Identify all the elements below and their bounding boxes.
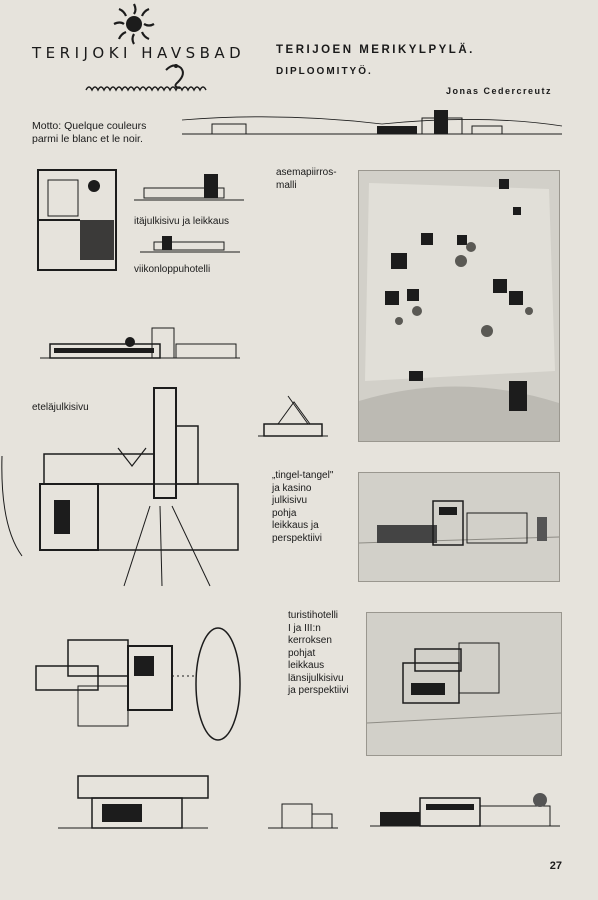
spa-elevation-drawing xyxy=(40,327,240,359)
caption-weekend-hotel: viikonloppuhotelli xyxy=(134,264,211,275)
motto-line-2: parmi le blanc et le noir. xyxy=(32,133,143,145)
site-elevation-drawing xyxy=(181,110,563,135)
caption-east-elevation: itäjulkisivu ja leikkaus xyxy=(134,216,230,227)
spa-main-plan xyxy=(1,387,239,587)
tourist-hotel-perspective-photo xyxy=(366,612,562,756)
casino-perspective-image xyxy=(358,500,560,546)
caption-site-plan: asemapiirros- malli xyxy=(276,167,337,191)
author: Jonas Cedercreutz xyxy=(446,86,553,96)
weekend-hotel-plan xyxy=(37,169,117,271)
tourist-hotel-upper-plan xyxy=(58,775,209,829)
swan-waves-logo xyxy=(85,64,207,92)
subtitle: DIPLOOMITYÖ. xyxy=(276,66,373,77)
caption-south-elevation: eteläjulkisivu xyxy=(32,402,89,413)
motto-line-1: Motto: Quelque couleurs xyxy=(32,120,147,132)
caption-tourist-hotel: turistihotelli I ja III:n kerroksen pohj… xyxy=(288,610,349,696)
east-elevation-drawing xyxy=(134,174,244,201)
tourist-hotel-west-elevation xyxy=(370,793,560,827)
site-model-photo xyxy=(358,170,560,442)
tourist-hotel-plan xyxy=(35,627,241,741)
tourist-hotel-perspective-image xyxy=(366,642,562,724)
tourist-hotel-section xyxy=(268,803,338,829)
casino-section-drawing xyxy=(258,395,328,437)
caption-casino: „tingel-tangel" ja kasino julkisivu pohj… xyxy=(272,470,334,544)
site-model-image xyxy=(359,179,559,441)
page-number: 27 xyxy=(549,860,562,872)
title-left: TERIJOKI HAVSBAD xyxy=(32,44,246,62)
title-right: TERIJOEN MERIKYLPYLÄ. xyxy=(276,44,475,56)
weekend-hotel-elevation xyxy=(140,236,240,253)
motto: Motto: Quelque couleurs parmi le blanc e… xyxy=(32,120,146,146)
casino-perspective-photo xyxy=(358,472,560,582)
sun-logo xyxy=(113,3,155,45)
